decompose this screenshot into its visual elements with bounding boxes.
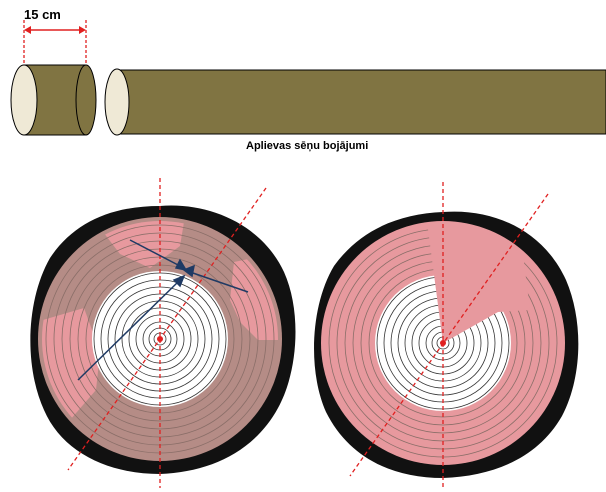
cross-section-right [314,182,579,490]
arrow-left-head [172,274,186,288]
decay-wedge [426,225,530,343]
arrow-left [77,279,181,381]
log-segments [10,64,606,136]
arrow-top [129,239,181,267]
arrow-right [189,271,249,293]
figure-caption: Aplievas sēņu bojājumi [246,140,369,152]
arrows-left [77,239,249,381]
guide-line-diagonal-left [67,187,267,471]
guide-line-diagonal-right [349,193,549,477]
short-log-left-end [10,64,38,136]
decay-wedge-right [426,225,530,343]
segment-length-label: 15 cm [24,7,61,22]
arrow-right-head [182,264,196,278]
dimension-marker [23,20,87,65]
short-log-right-end [75,64,97,136]
long-log-end [104,68,130,136]
cross-section-left [30,178,296,488]
arrow-top-head [174,258,188,272]
long-log-body [116,69,606,135]
dimension-arrow-head-right [79,26,86,34]
dimension-arrow-head-left [24,26,31,34]
